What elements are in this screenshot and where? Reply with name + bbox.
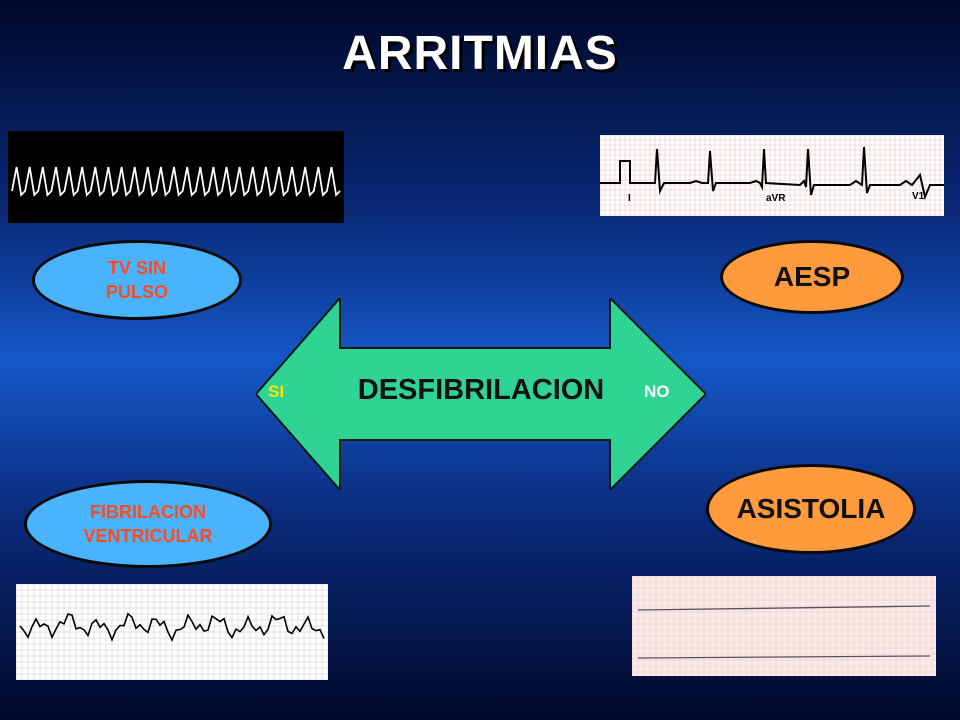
asistolia-label: ASISTOLIA xyxy=(736,493,886,524)
tv-line-1: TV SIN xyxy=(107,258,166,278)
ecg-aesp-wave xyxy=(600,146,944,201)
ecg-fv-grid xyxy=(16,584,328,680)
asistolia-oval: ASISTOLIA xyxy=(706,464,916,554)
ecg-asistolia-strip xyxy=(632,576,936,676)
aesp-label: AESP xyxy=(773,261,851,292)
desfibrilacion-arrow: DESFIBRILACION SI NO xyxy=(256,298,706,490)
tv-line-2: PULSO xyxy=(105,282,168,302)
fv-line-1: FIBRILACION xyxy=(90,502,206,522)
fibrilacion-ventricular-oval: FIBRILACION VENTRICULAR xyxy=(24,480,272,568)
ecg-tv-wave xyxy=(11,166,341,197)
ecg-aesp-lead-3: V1 xyxy=(912,191,925,202)
ecg-asistolia-line-1 xyxy=(637,605,931,611)
ecg-aesp-lead-2: aVR xyxy=(766,193,786,204)
ecg-fv-strip xyxy=(16,584,328,680)
desfibrilacion-label: DESFIBRILACION xyxy=(357,374,605,406)
slide-title: ARRITMIAS xyxy=(342,27,618,80)
ecg-asistolia-line-2 xyxy=(637,655,931,659)
ecg-aesp-lead-1: I xyxy=(628,193,631,204)
aesp-oval: AESP xyxy=(720,240,904,314)
si-label: SI xyxy=(268,382,285,401)
ecg-aesp-strip: I aVR V1 xyxy=(600,135,944,216)
double-arrow-shape xyxy=(256,298,706,490)
no-label: NO xyxy=(644,382,670,401)
tv-sin-pulso-oval: TV SIN PULSO xyxy=(32,240,242,320)
ecg-tv-strip xyxy=(8,131,344,223)
ecg-asistolia-grid xyxy=(632,576,936,676)
ecg-fv-wave xyxy=(19,612,325,643)
fv-line-2: VENTRICULAR xyxy=(83,526,213,546)
